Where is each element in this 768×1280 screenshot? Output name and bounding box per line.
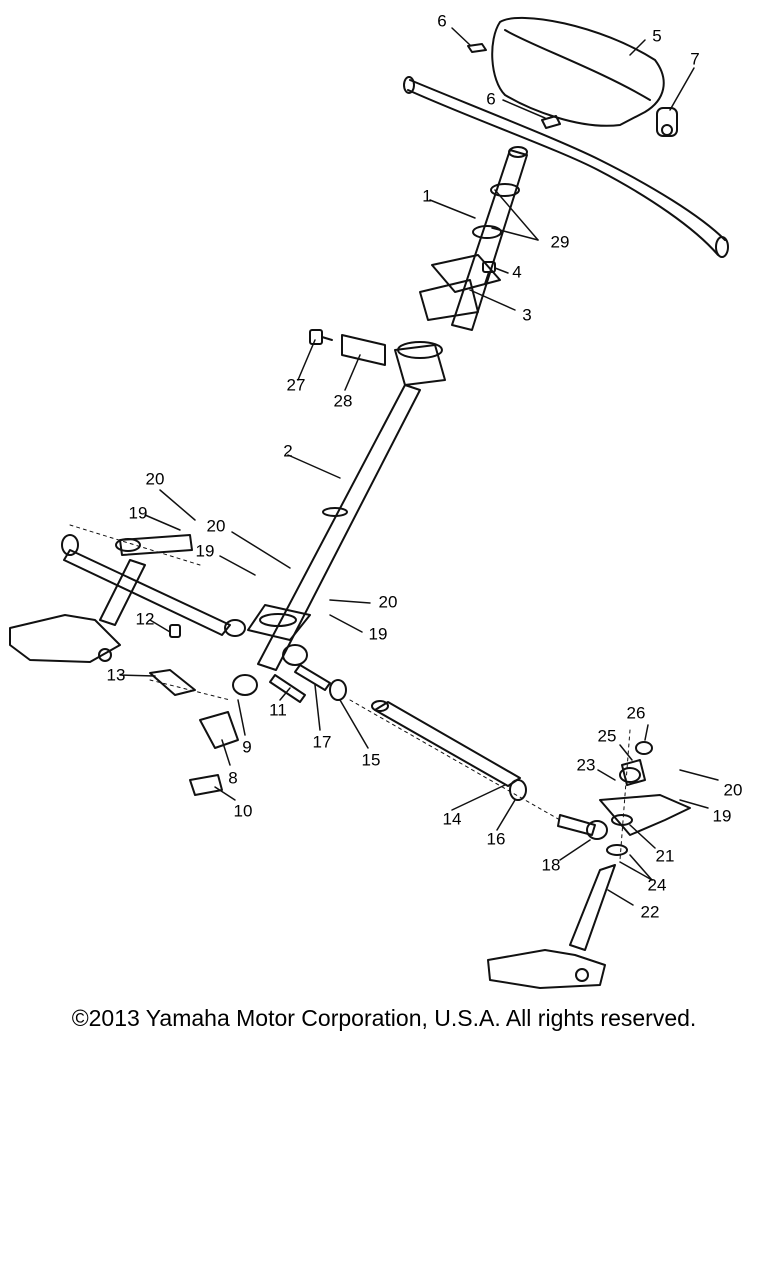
callout-16: 16	[487, 829, 506, 848]
part-23	[621, 759, 646, 786]
tie-rod-end-18	[557, 814, 608, 840]
callout-7: 7	[690, 49, 699, 68]
callout-24: 24	[648, 875, 667, 894]
handlebar-pad	[491, 16, 665, 127]
callout-19-c: 19	[369, 624, 388, 643]
nut-15	[329, 679, 347, 701]
callout-17: 17	[313, 732, 332, 751]
part-26	[635, 741, 653, 755]
callout-29: 29	[551, 232, 570, 251]
callout-4: 4	[512, 262, 521, 281]
clip-upper	[467, 43, 487, 53]
right-knuckle	[487, 864, 616, 989]
callout-9: 9	[242, 737, 251, 756]
tie-rod-end-17	[282, 644, 331, 691]
callout-labels: 6 5 7 6 1 29 4 3 27 28 2 20 19 20 19 20 …	[107, 11, 743, 921]
callout-15: 15	[362, 750, 381, 769]
grip-end	[656, 107, 678, 137]
part-12	[169, 624, 181, 638]
callout-3: 3	[522, 305, 531, 324]
callout-10: 10	[234, 801, 253, 820]
callout-1: 1	[422, 186, 431, 205]
callout-19-b: 19	[196, 541, 215, 560]
callout-20-c: 20	[379, 592, 398, 611]
copyright-notice: ©2013 Yamaha Motor Corporation, U.S.A. A…	[71, 1005, 697, 1031]
callout-6-upper: 6	[437, 11, 446, 30]
handlebar	[403, 76, 729, 258]
callout-13: 13	[107, 665, 126, 684]
callout-19-a: 19	[129, 503, 148, 522]
callout-6-lower: 6	[486, 89, 495, 108]
steering-arm-21	[599, 767, 691, 856]
callout-26: 26	[627, 703, 646, 722]
callout-20-b: 20	[207, 516, 226, 535]
callout-2: 2	[283, 441, 292, 460]
bolt	[482, 261, 496, 285]
callout-27: 27	[287, 375, 306, 394]
part-11	[269, 674, 306, 703]
left-knuckle	[9, 534, 193, 663]
callout-12: 12	[136, 609, 155, 628]
steering-column-lower	[257, 384, 421, 671]
callout-23: 23	[577, 755, 596, 774]
bracket-28	[341, 334, 386, 366]
column-bracket	[419, 254, 501, 321]
callout-11: 11	[269, 700, 287, 719]
callout-25: 25	[598, 726, 617, 745]
callout-5: 5	[652, 26, 661, 45]
callout-14: 14	[443, 809, 462, 828]
callout-20-d: 20	[724, 780, 743, 799]
nut-16	[509, 779, 527, 801]
steering-exploded-diagram: 6 5 7 6 1 29 4 3 27 28 2 20 19 20 19 20 …	[9, 11, 743, 989]
callout-22: 22	[641, 902, 660, 921]
part-13	[149, 669, 196, 696]
callout-8: 8	[228, 768, 237, 787]
column-clamp	[394, 341, 446, 386]
part-8	[199, 711, 239, 749]
callout-28: 28	[334, 391, 353, 410]
callout-20-a: 20	[146, 469, 165, 488]
callout-19-d: 19	[713, 806, 732, 825]
callout-21: 21	[656, 846, 675, 865]
clip-lower	[541, 115, 561, 129]
steering-column-upper	[451, 146, 528, 331]
part-10	[189, 774, 223, 796]
part-9	[232, 674, 258, 696]
left-tie-rod	[63, 549, 246, 637]
base-plate	[247, 604, 311, 641]
tie-rod-14	[371, 700, 521, 787]
bolt-27	[309, 329, 333, 345]
callout-18: 18	[542, 855, 561, 874]
